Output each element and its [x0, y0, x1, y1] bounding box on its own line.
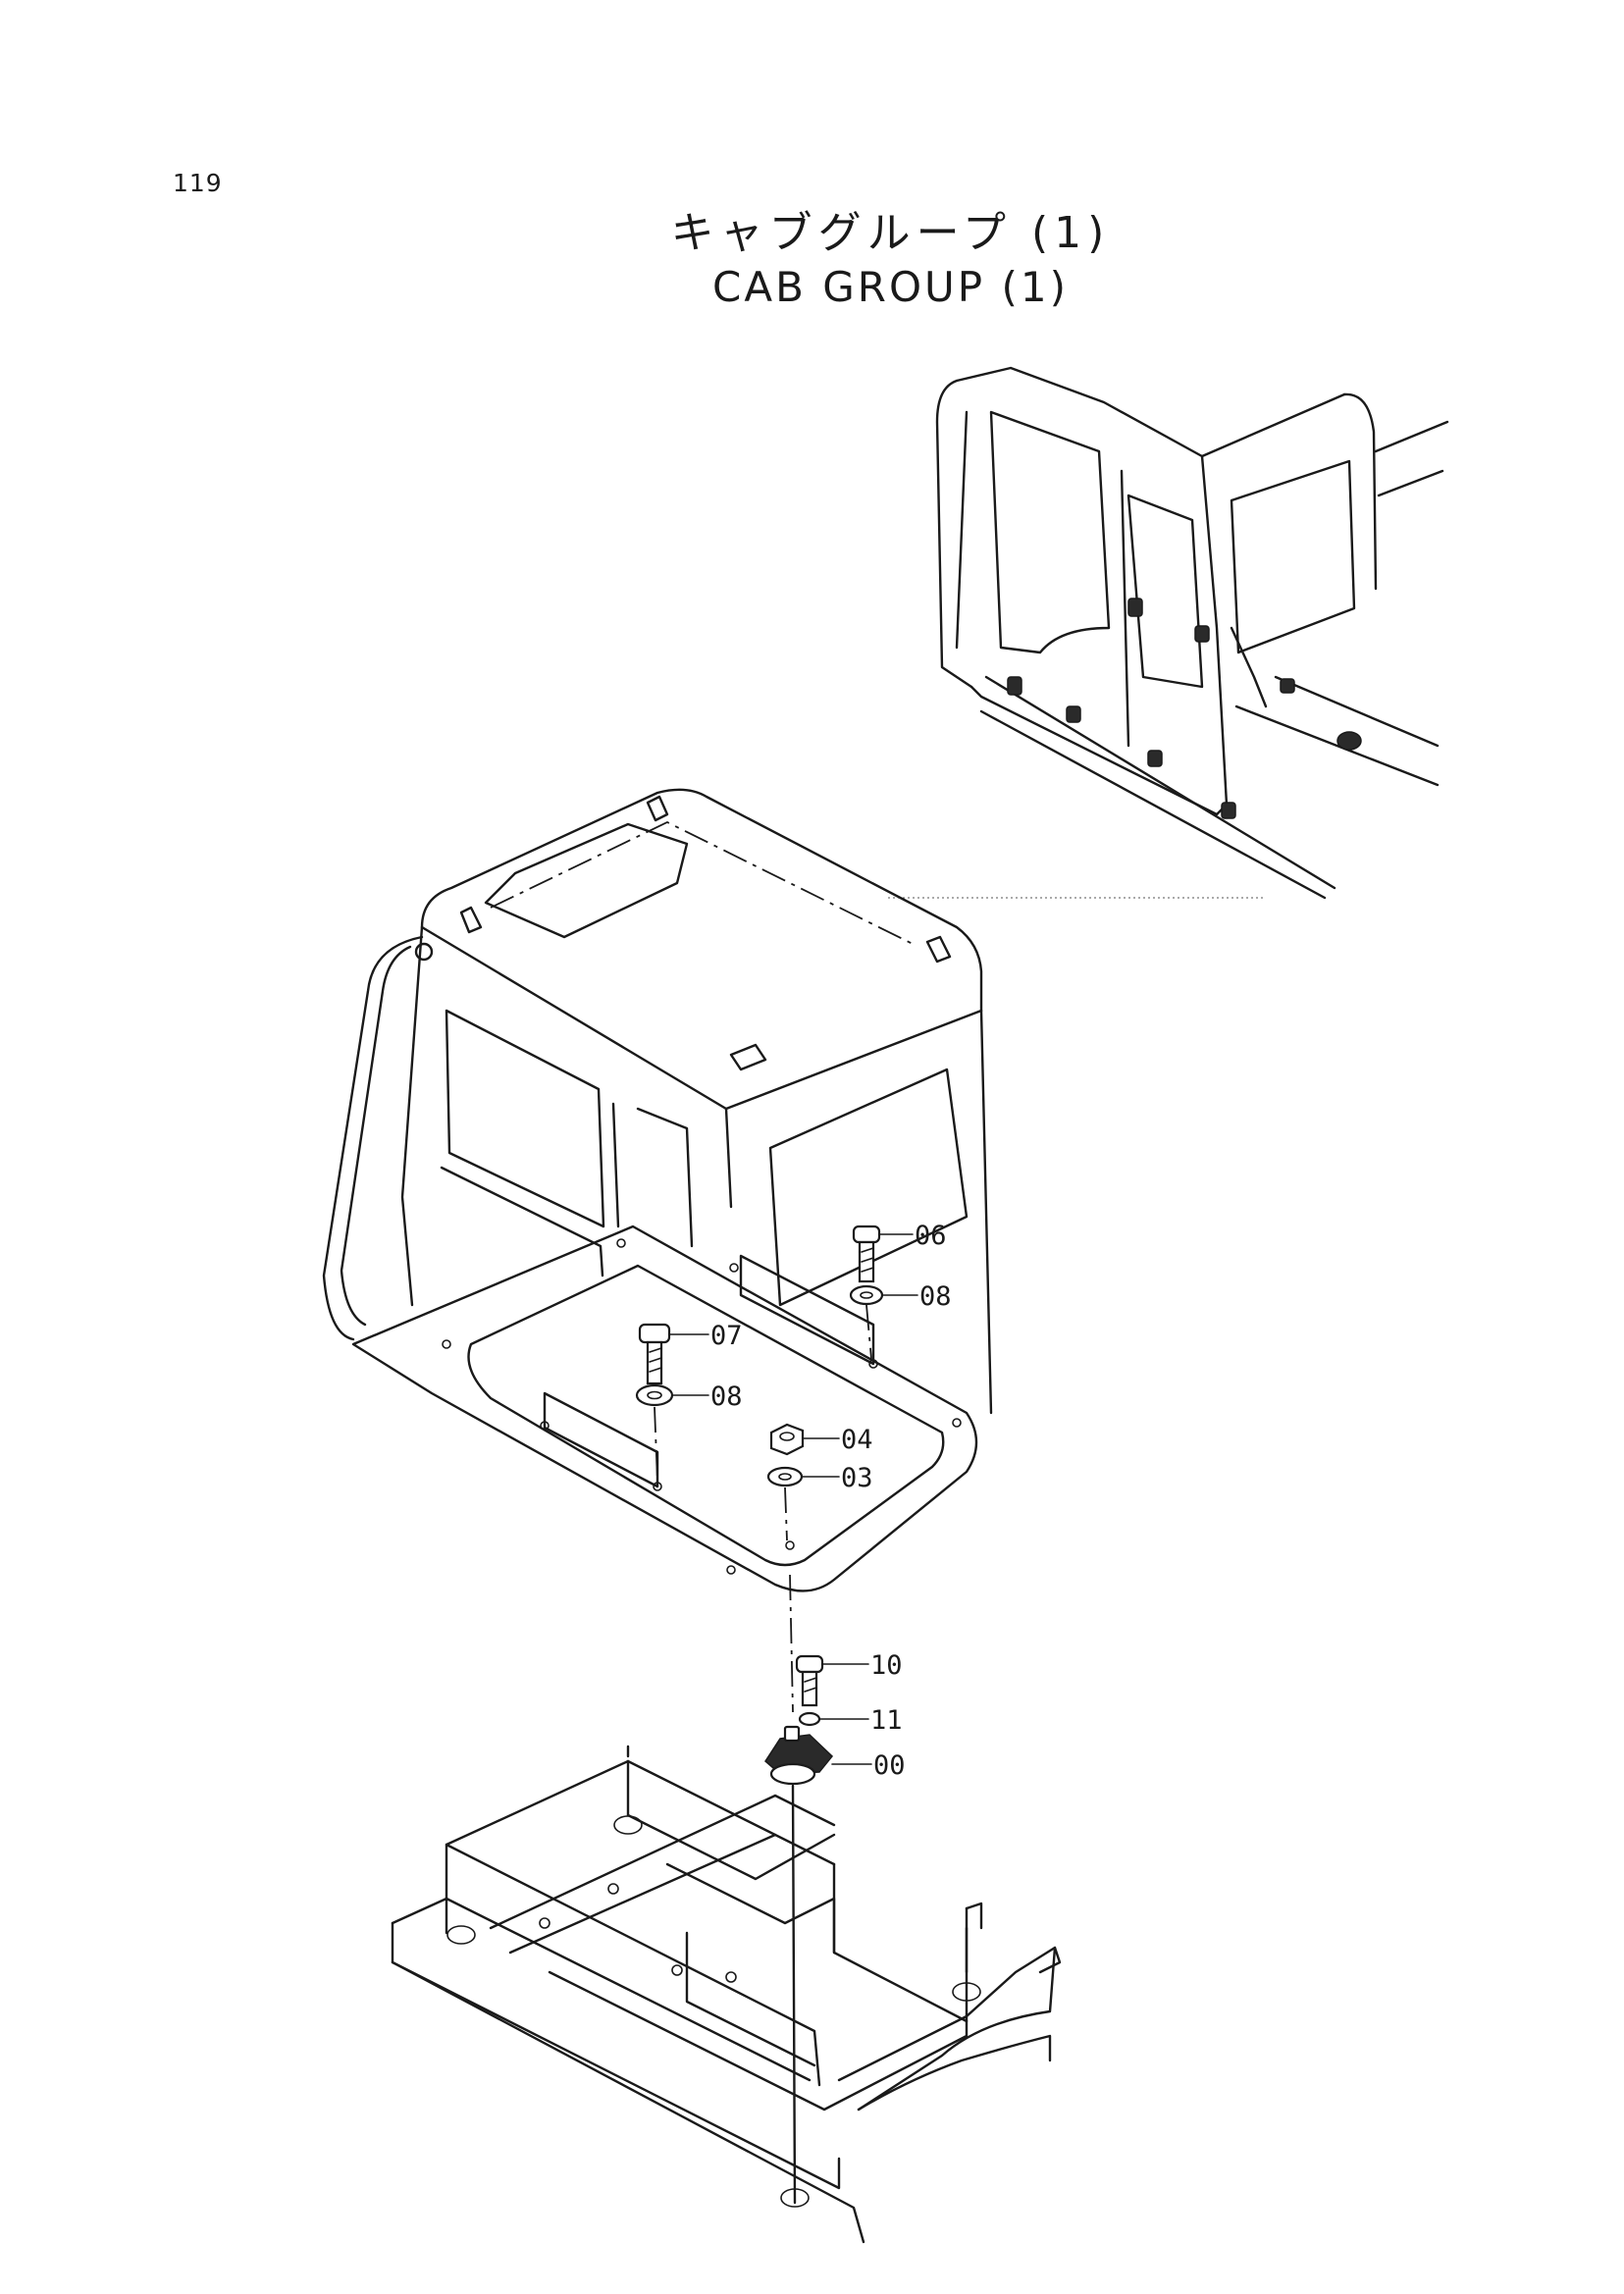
callout-08-right: 08 — [919, 1281, 952, 1312]
fastener-08-washer-left: 08 — [635, 1382, 743, 1483]
callout-06: 06 — [915, 1221, 947, 1251]
fastener-10-bolt: 10 — [795, 1650, 903, 1707]
page-number: 119 — [173, 169, 223, 197]
callout-11: 11 — [870, 1705, 903, 1736]
title-block: キャブグループ (1) CAB GROUP (1) — [0, 206, 1624, 314]
callout-10: 10 — [870, 1650, 903, 1681]
revolving-frame — [391, 1745, 1062, 2244]
mount-00-rubber-mount: 00 — [764, 1725, 906, 1786]
fastener-08-washer-right: 08 — [849, 1281, 952, 1360]
fastener-07-bolt: 07 — [638, 1321, 743, 1385]
callout-03: 03 — [841, 1463, 873, 1493]
inset-cab-mounted-view — [935, 366, 1449, 900]
fastener-04-nut: 04 — [769, 1423, 873, 1456]
title-english: CAB GROUP (1) — [712, 263, 1069, 311]
mount-drop-line — [791, 1784, 797, 2205]
callout-07: 07 — [710, 1321, 743, 1351]
callout-00: 00 — [873, 1750, 906, 1781]
fastener-11-lock-washer: 11 — [798, 1705, 903, 1736]
cab-body — [322, 788, 993, 1592]
callout-08-left: 08 — [710, 1382, 743, 1412]
fastener-06-bolt: 06 — [852, 1221, 947, 1283]
assembly-centerline — [789, 1574, 794, 1713]
title-japanese: キャブグループ (1) — [670, 208, 1111, 258]
callout-04: 04 — [841, 1425, 873, 1455]
fastener-03-washer: 03 — [766, 1463, 873, 1541]
